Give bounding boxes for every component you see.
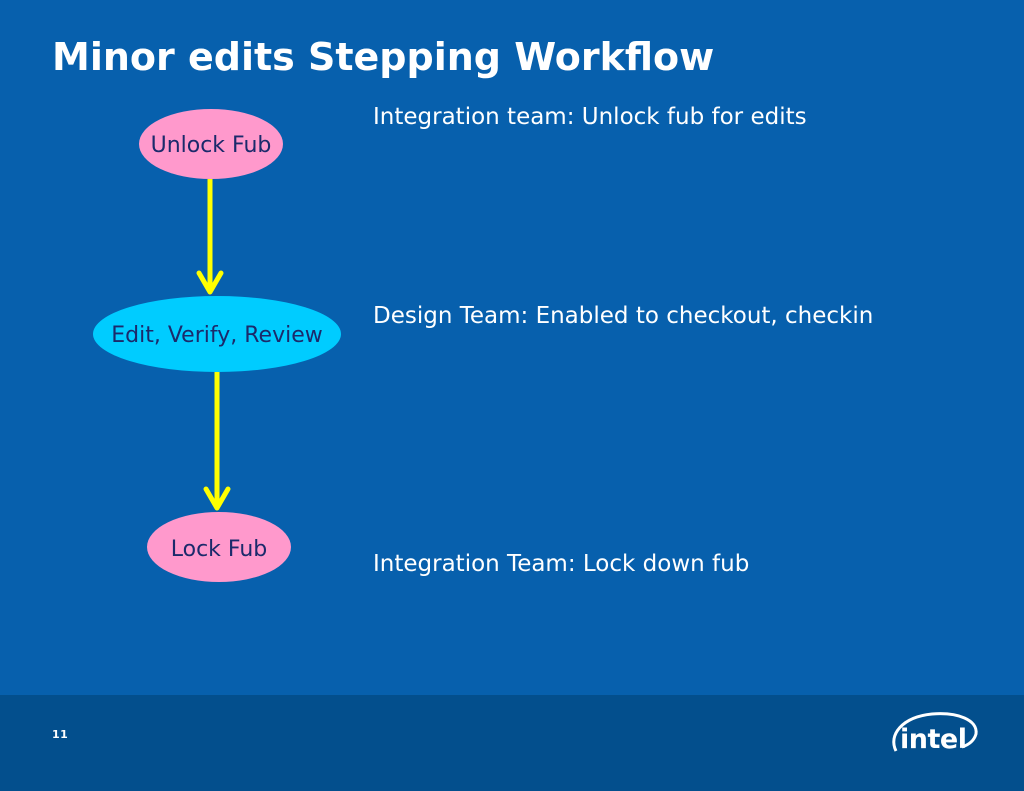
intel-logo-icon: intel	[892, 712, 978, 755]
note-lock: Integration Team: Lock down fub	[373, 551, 750, 577]
node-shape	[93, 296, 341, 372]
note-edit: Design Team: Enabled to checkout, checki…	[373, 303, 874, 329]
node-edit-verify-review: Edit, Verify, Review	[93, 296, 341, 372]
workflow-diagram: Unlock Fub Edit, Verify, Review Lock Fub	[93, 109, 341, 582]
slide-title: Minor edits Stepping Workflow	[52, 35, 715, 79]
node-shape	[139, 109, 283, 179]
note-unlock: Integration team: Unlock fub for edits	[373, 104, 807, 130]
logo-wordmark: intel	[900, 724, 966, 755]
node-shape	[147, 512, 291, 582]
edge-unlock-to-edit	[196, 179, 224, 295]
node-label: Edit, Verify, Review	[111, 323, 322, 348]
arrowhead-icon	[203, 486, 231, 511]
footer-bar: 11 intel	[0, 695, 1024, 791]
node-label: Lock Fub	[171, 537, 268, 562]
edge-edit-to-lock	[203, 372, 231, 511]
node-unlock-fub: Unlock Fub	[139, 109, 283, 179]
node-lock-fub: Lock Fub	[147, 512, 291, 582]
page-number: 11	[52, 728, 69, 741]
arrowhead-icon	[196, 270, 224, 295]
node-label: Unlock Fub	[151, 133, 272, 158]
